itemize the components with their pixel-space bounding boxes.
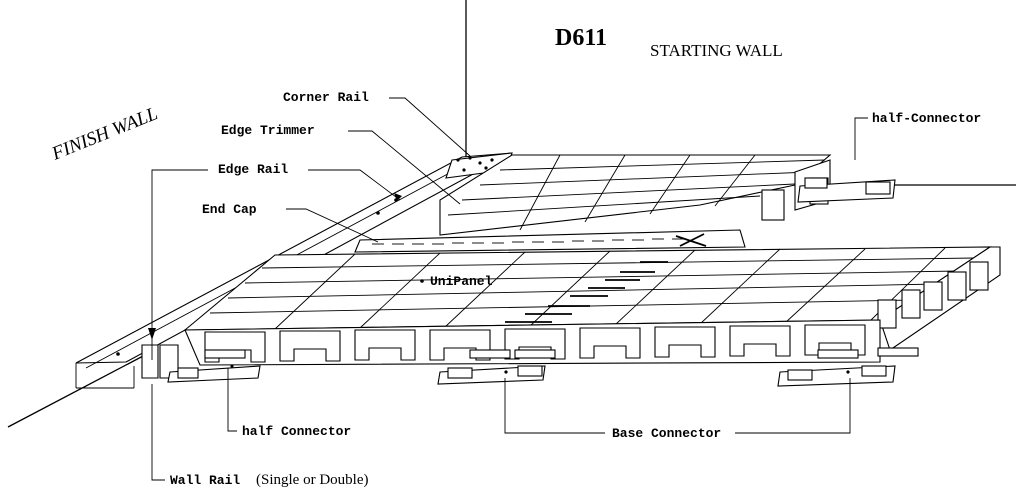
half-connector-top-part bbox=[797, 177, 896, 203]
end-cap-strip bbox=[354, 229, 746, 253]
wall-rail-note: (Single or Double) bbox=[256, 472, 368, 488]
wall-rail-label: Wall Rail bbox=[170, 473, 240, 488]
leader-lines bbox=[151, 97, 868, 481]
half-connector-top-label: half-Connector bbox=[872, 111, 981, 126]
corner-rail-label: Corner Rail bbox=[283, 90, 369, 105]
finish-wall-label: FINISH WALL bbox=[48, 103, 161, 165]
panel-base-row bbox=[184, 319, 881, 366]
unipanel-label: UniPanel bbox=[430, 274, 493, 289]
finish-wall-floor-line bbox=[7, 354, 146, 428]
edge-trimmer-label: Edge Trimmer bbox=[221, 123, 315, 138]
end-cap-label: End Cap bbox=[202, 202, 257, 217]
unipanel-grid bbox=[183, 246, 1001, 351]
upper-panel-grid bbox=[439, 154, 832, 236]
base-connector-label: Base Connector bbox=[612, 426, 721, 441]
half-connector-bottom-label: half Connector bbox=[242, 424, 351, 439]
half-connector-left bbox=[167, 349, 261, 383]
drawing-code: D611 bbox=[555, 25, 607, 51]
base-connector-right bbox=[777, 347, 919, 387]
edge-rail-label: Edge Rail bbox=[218, 162, 288, 177]
arrow-heads bbox=[148, 193, 402, 340]
base-connector-center bbox=[437, 349, 556, 385]
starting-wall-label: STARTING WALL bbox=[650, 41, 783, 60]
